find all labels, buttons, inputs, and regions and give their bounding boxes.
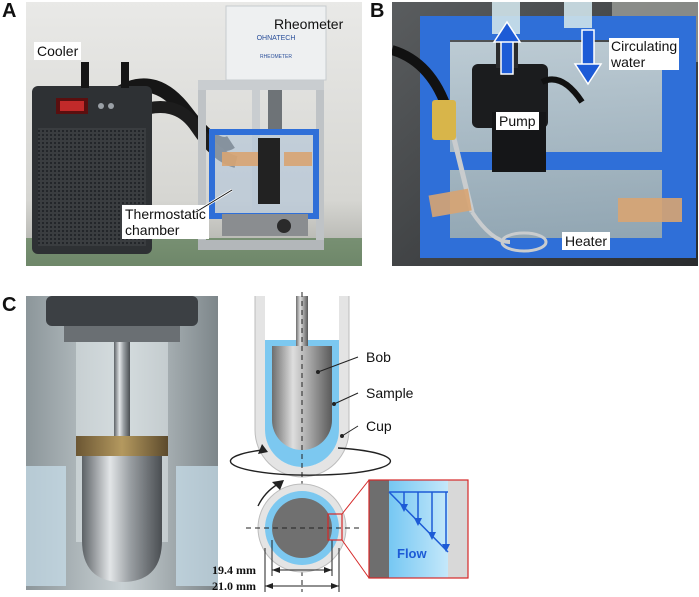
label-circulating-water: Circulating water <box>609 38 680 70</box>
label-rheometer: Rheometer <box>274 16 344 32</box>
label-cup: Cup <box>366 418 392 434</box>
zoom-region <box>327 513 343 541</box>
panel-a-letter: A <box>2 0 17 22</box>
panel-c-photo <box>26 296 218 590</box>
panel-c-letter: C <box>2 294 17 316</box>
label-thermostatic-chamber: Thermostatic chamber <box>122 205 209 239</box>
dimension-outer-diameter: 21.0 mm <box>212 579 256 593</box>
label-bob: Bob <box>366 349 391 365</box>
label-cooler: Cooler <box>34 42 82 60</box>
label-flow: Flow <box>397 546 427 561</box>
rheometer-model: RHEOMETER <box>260 54 292 60</box>
arrow-up-icon <box>492 20 522 75</box>
panel-b-letter: B <box>370 0 385 22</box>
label-pump: Pump <box>496 112 539 130</box>
label-sample: Sample <box>366 385 414 401</box>
rheometer-brand: OHNATECH <box>257 35 296 42</box>
thermostatic-chamber <box>209 129 319 236</box>
label-heater: Heater <box>562 232 611 250</box>
rotation-arrow-side <box>229 447 392 476</box>
zoom-detail <box>368 479 469 579</box>
dimension-inner-diameter: 19.4 mm <box>212 563 256 577</box>
arrow-down-icon <box>573 29 603 86</box>
panel-c-illustration <box>26 296 218 590</box>
